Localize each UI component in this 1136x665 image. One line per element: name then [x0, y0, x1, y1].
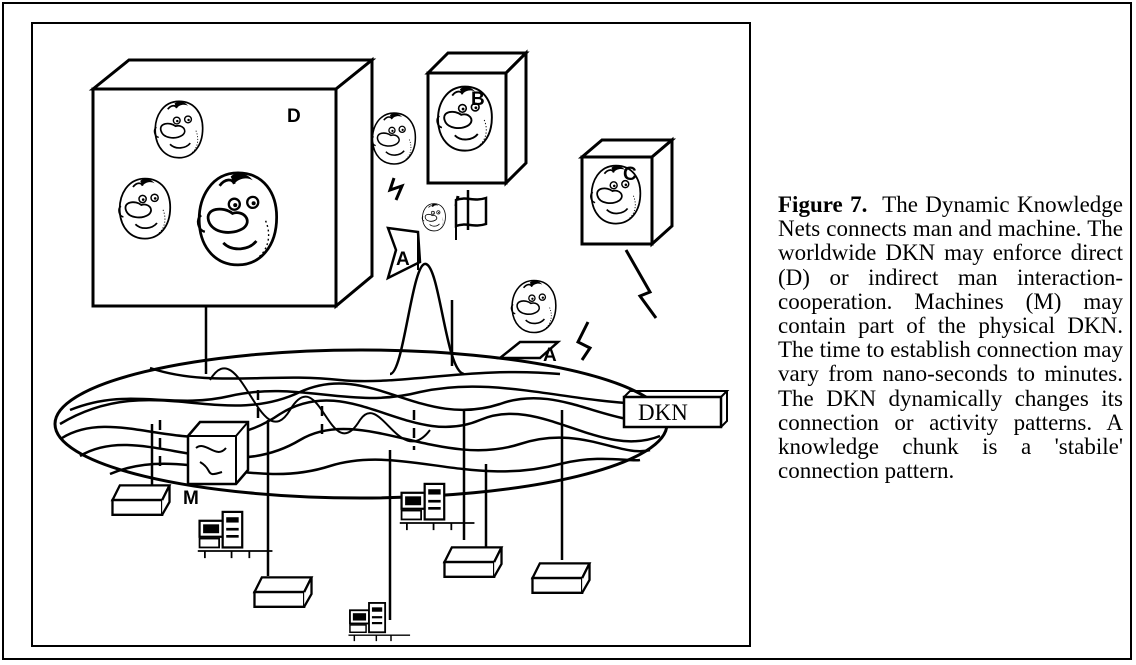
diagram-panel [31, 22, 751, 647]
label-b: B [471, 89, 485, 110]
person-icon [371, 112, 417, 165]
label-c: C [623, 164, 637, 185]
flag-right [454, 196, 488, 240]
person-icon [196, 171, 279, 267]
cube-b: B [424, 49, 530, 187]
terminal-box-icon [531, 562, 591, 594]
dkn-network-surface [53, 262, 669, 500]
plane-a: A [496, 340, 562, 366]
figure-caption: Figure 7. The Dynamic Knowledge Nets con… [778, 192, 1124, 484]
person-icon [421, 203, 446, 232]
label-a2: A [543, 345, 557, 366]
cube-c: C [577, 136, 677, 248]
person-icon [510, 279, 557, 334]
label-a1: A [396, 249, 410, 270]
computer-icon [196, 510, 274, 560]
connection-lines [150, 190, 564, 620]
label-m: M [183, 488, 199, 509]
terminal-box-icon [111, 484, 171, 516]
figure-label: Figure 7. [778, 192, 868, 217]
wireless-link-icon [624, 249, 658, 319]
cube-d: D [88, 56, 377, 310]
person-icon [117, 177, 172, 240]
label-dkn: DKN [638, 400, 688, 425]
terminal-box-icon [443, 546, 503, 578]
flag-a: A [386, 226, 422, 281]
person-icon [153, 100, 204, 159]
computer-icon [347, 601, 412, 643]
wireless-link-icon [575, 321, 593, 361]
terminal-box-icon [253, 576, 313, 608]
dkn-label-box: DKN [622, 390, 730, 429]
machine-m: M [183, 420, 250, 509]
label-d: D [287, 106, 301, 127]
caption-text: The Dynamic Knowledge Nets connects man … [778, 192, 1124, 484]
wireless-link-icon [387, 177, 405, 201]
